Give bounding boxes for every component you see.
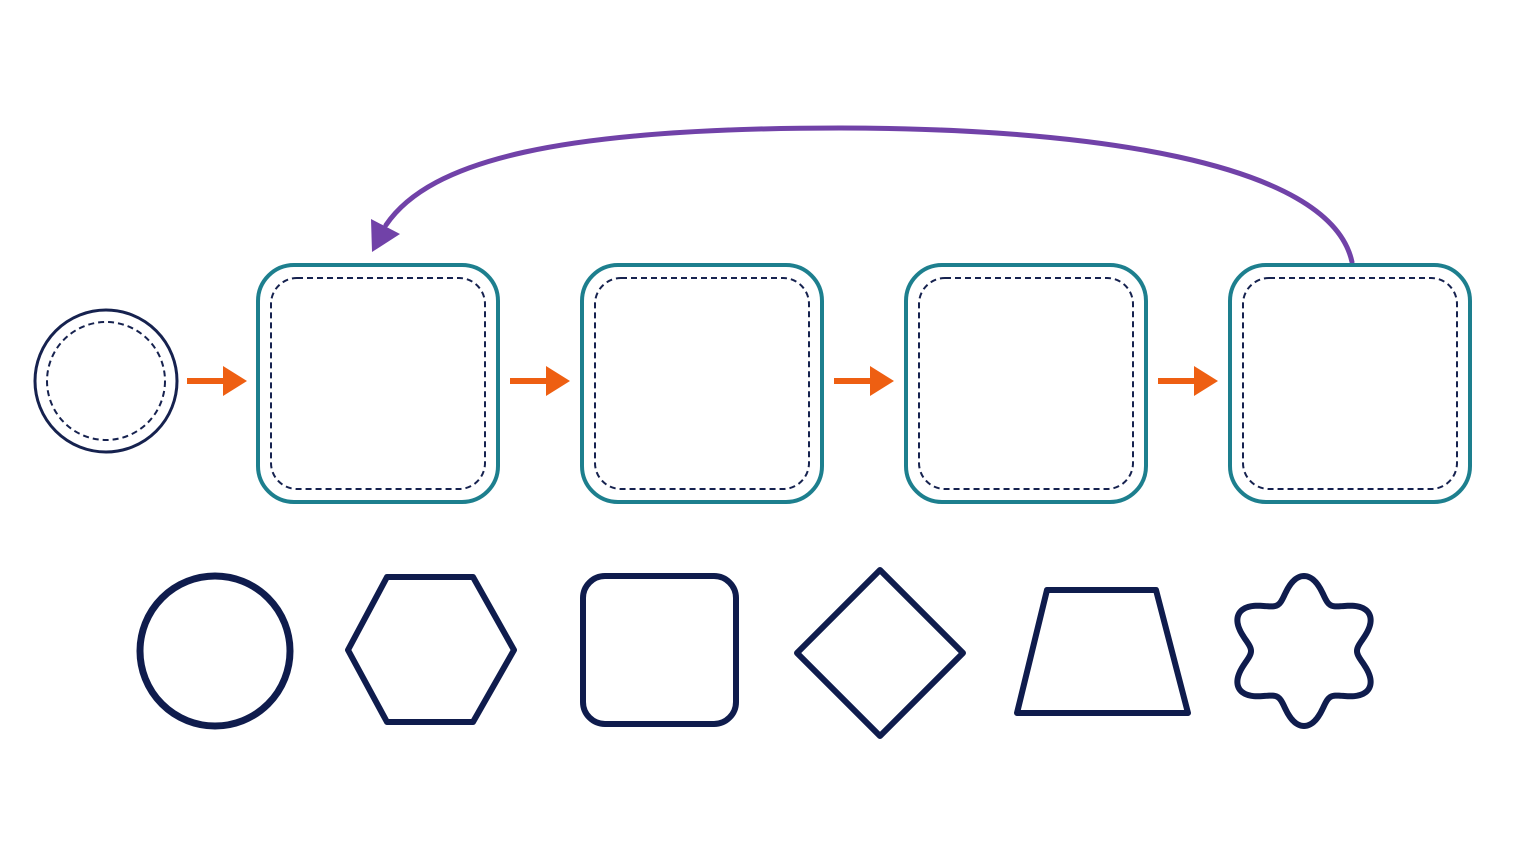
step-box-4 (1228, 263, 1472, 504)
step-box-2 (580, 263, 824, 504)
step-box-4-outer (1228, 263, 1472, 504)
flow-arrow-2-head (546, 366, 570, 396)
palette-trapezoid-shape (1014, 587, 1191, 716)
step-box-1 (256, 263, 500, 504)
flow-arrow-3-head (870, 366, 894, 396)
palette-diamond-shape (794, 567, 966, 739)
palette-hexagon-shape (345, 574, 517, 725)
step-box-4-inner-dashed (1242, 277, 1458, 490)
step-box-2-inner-dashed (594, 277, 810, 490)
flow-arrow-4 (1158, 366, 1218, 396)
step-box-3 (904, 263, 1148, 504)
flow-arrow-1 (187, 366, 247, 396)
shape-palette (136, 567, 1374, 739)
loop-arrow (371, 125, 1355, 265)
flow-arrow-4-head (1194, 366, 1218, 396)
loop-arrowhead (371, 219, 400, 252)
start-node (33, 308, 179, 454)
step-box-1-inner-dashed (270, 277, 486, 490)
loop-arrow-line (383, 125, 1355, 265)
flow-arrow-2 (510, 366, 570, 396)
palette-rounded-square-shape (580, 573, 739, 727)
step-box-3-outer (904, 263, 1148, 504)
step-box-1-outer (256, 263, 500, 504)
step-box-2-outer (580, 263, 824, 504)
palette-flower-shape (1234, 573, 1374, 729)
start-node-outer-ring (33, 308, 179, 454)
flow-arrow-1-head (223, 366, 247, 396)
flow-arrows (187, 366, 1218, 396)
flow-arrow-3 (834, 366, 894, 396)
step-box-3-inner-dashed (918, 277, 1134, 490)
palette-circle-shape (136, 572, 294, 730)
start-node-inner-dashed-ring (46, 321, 166, 441)
step-boxes (256, 263, 1472, 504)
